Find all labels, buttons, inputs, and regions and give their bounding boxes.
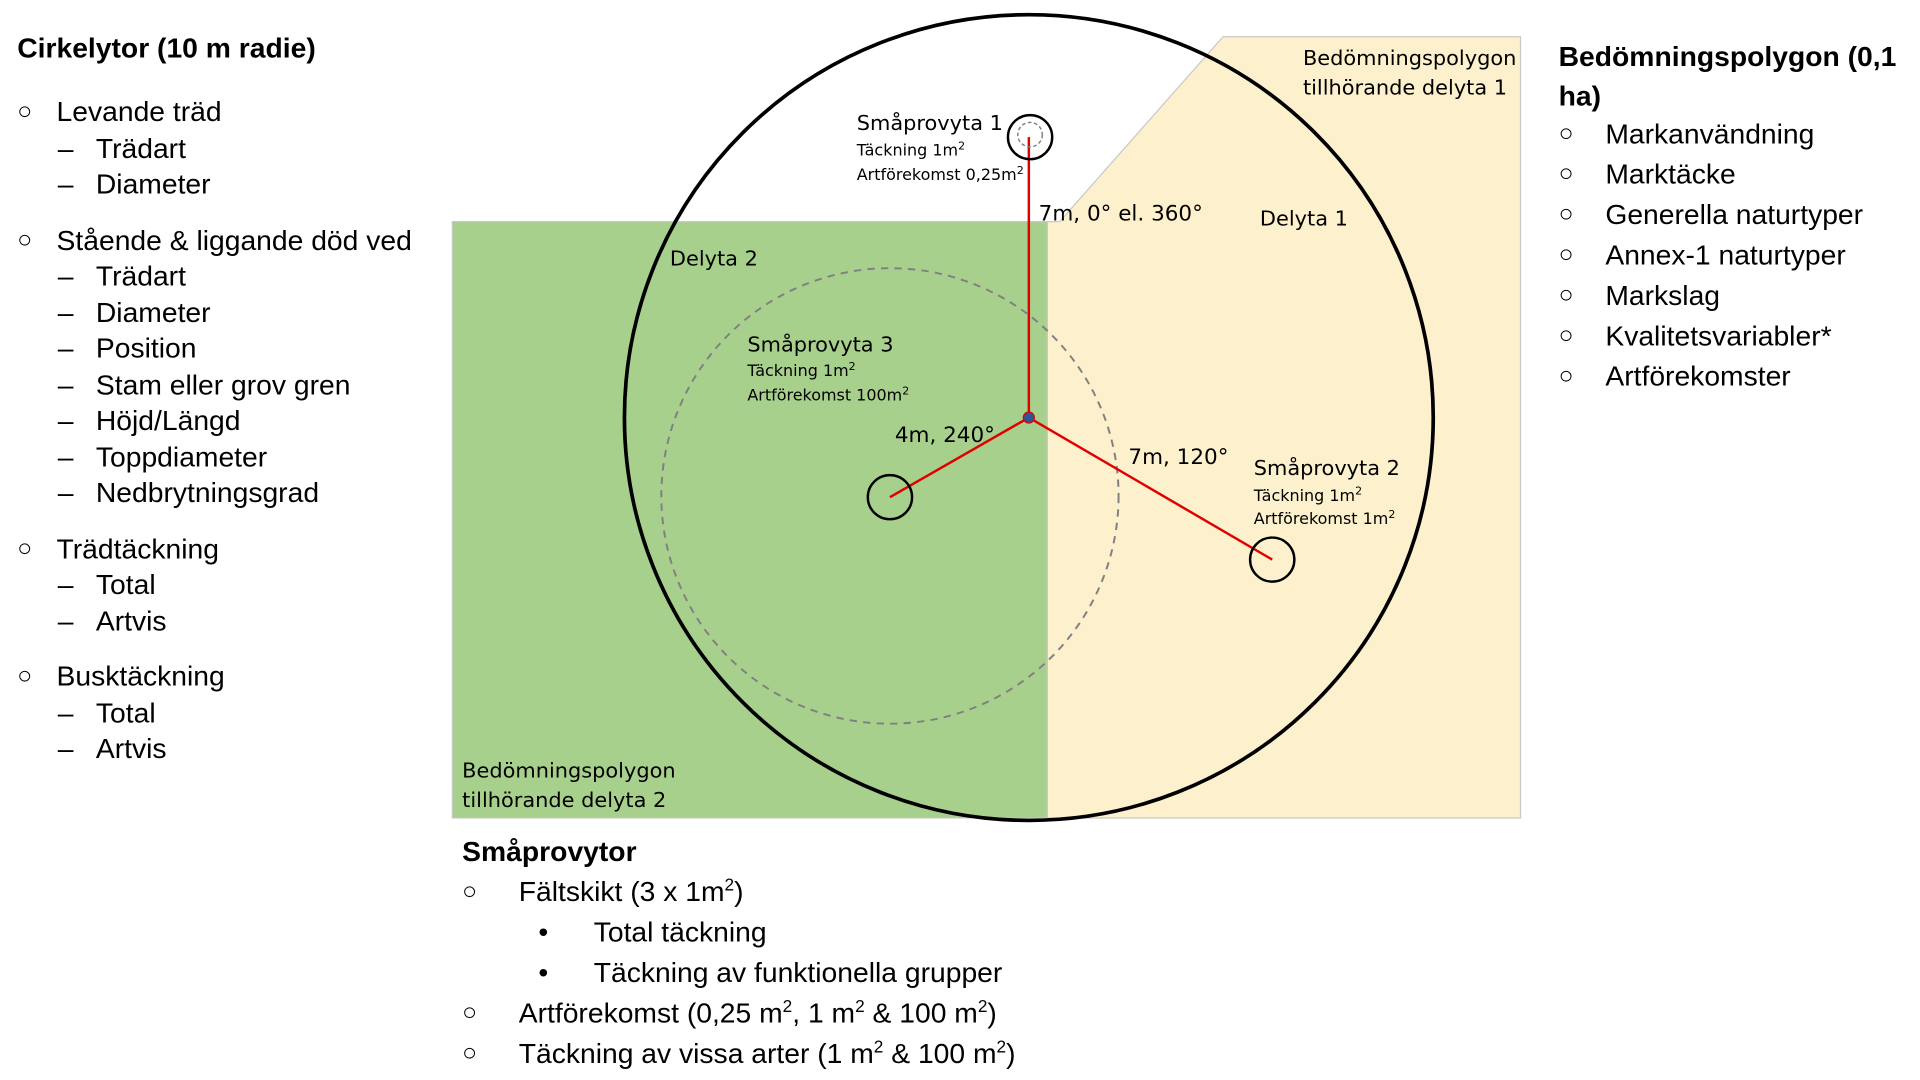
small-plot-1-cover: Täckning 1m2 [856,139,965,159]
list-item: ○Fältskikt (3 x 1m2) [462,872,1200,912]
circle-bullet-icon: ○ [17,225,33,253]
left-list-heading: Cirkelytor (10 m radie) [17,31,316,64]
list-item: ○Marktäcke [1559,154,1915,194]
main-plot-circle [622,12,1436,823]
list-item: –Diameter [17,294,447,330]
small-plot-3-cover: Täckning 1m2 [746,360,855,380]
small-plot-1-inner-dashed-circle [1017,121,1044,148]
small-plot-2-circle [1248,536,1296,583]
circle-bullet-icon: ○ [1558,120,1574,147]
circle-bullet-icon: ○ [1558,160,1574,188]
list-item: ○Annex-1 naturtyper [1559,235,1915,275]
right-list: ○Markanvändning ○Marktäcke ○Generella na… [1559,114,1915,397]
list-item-group: ○Trädtäckning [17,531,447,567]
list-item: ○Generella naturtyper [1559,195,1915,235]
dash-bullet-icon: – [57,568,74,601]
list-item: •Täckning av funktionella grupper [462,953,1200,993]
assessment-polygon-delyta-1 [1046,36,1522,819]
list-item: ○Markslag [1559,276,1915,316]
small-plot-1-title: Småprovyta 1 [857,110,1003,135]
dash-bullet-icon: – [57,367,74,400]
dot-bullet-icon: • [538,956,549,989]
delyta-2-label: Delyta 2 [670,247,758,271]
right-list-heading: Bedömningspolygon (0,1 ha) [1558,40,1897,112]
polygon-2-label-line1: Bedömningspolygon [462,759,675,783]
circle-bullet-icon: ○ [17,97,33,125]
list-item: –Position [17,331,447,367]
list-item: ○Täckning av vissa arter (1 m2 & 100 m2) [462,1033,1200,1073]
list-item: –Total [17,567,447,603]
small-plot-3-circle [866,473,914,521]
list-item-group: ○Levande träd [17,94,447,130]
bottom-list: ○Fältskikt (3 x 1m2) •Total täckning •Tä… [462,872,1200,1074]
plot-center-dot [1022,411,1035,424]
circle-bullet-icon: ○ [17,534,33,562]
left-list: ○Levande träd –Trädart –Diameter ○Ståend… [17,94,447,767]
circle-bullet-icon: ○ [1558,322,1574,349]
small-plot-2-title: Småprovyta 2 [1254,455,1400,480]
dash-bullet-icon: – [57,295,74,328]
dash-bullet-icon: – [57,696,74,728]
circle-bullet-icon: ○ [1558,241,1574,269]
polygon-2-label-line2: tillhörande delyta 2 [462,788,666,812]
bearing-label-120: 7m, 120° [1128,445,1228,470]
bearing-label-north: 7m, 0° el. 360° [1039,201,1203,226]
dash-bullet-icon: – [57,259,74,292]
circle-bullet-icon: ○ [462,999,478,1027]
dash-bullet-icon: – [57,404,74,436]
polygon-1-label-line1: Bedömningspolygon [1303,46,1516,70]
dash-bullet-icon: – [57,167,74,200]
dash-bullet-icon: – [57,476,74,509]
small-plot-2-cover: Täckning 1m2 [1253,485,1362,505]
bearing-line-240 [889,416,1030,499]
small-plot-3-title: Småprovyta 3 [747,331,893,356]
circle-bullet-icon: ○ [462,1039,478,1067]
small-plot-1-circle [1006,113,1054,161]
list-item: –Trädart [17,258,447,294]
list-item: •Total täckning [462,912,1200,952]
circle-bullet-icon: ○ [1558,200,1574,228]
circle-bullet-icon: ○ [462,877,478,905]
list-item: –Diameter [17,167,447,203]
small-plot-3-species: Artförekomst 100m2 [747,384,909,404]
circle-bullet-icon: ○ [1558,281,1574,309]
list-item: –Toppdiameter [17,439,447,475]
list-item: ○Kvalitetsvariabler* [1559,316,1915,356]
list-item: ○Markanvändning [1559,114,1915,154]
list-item-group: ○Busktäckning [17,659,447,695]
list-item: ○Artförekomst (0,25 m2, 1 m2 & 100 m2) [462,993,1200,1033]
bearing-line-120 [1028,416,1273,561]
list-item-group: ○Stående & liggande död ved [17,222,447,258]
circle-bullet-icon: ○ [1558,362,1574,390]
list-item: –Artvis [17,731,447,767]
small-plot-1-species: Artförekomst 0,25m2 [857,164,1024,184]
assessment-polygon-delyta-2 [451,221,1048,819]
list-item: –Trädart [17,130,447,166]
species-100m2-dashed-circle [660,267,1120,725]
dash-bullet-icon: – [57,131,74,164]
list-item: –Stam eller grov gren [17,367,447,403]
dot-bullet-icon: • [538,915,549,948]
circle-bullet-icon: ○ [17,662,33,690]
dash-bullet-icon: – [57,331,74,364]
small-plot-2-species: Artförekomst 1m2 [1254,508,1396,528]
polygon-1-label-line2: tillhörande delyta 1 [1303,75,1507,99]
dash-bullet-icon: – [57,604,74,637]
dash-bullet-icon: – [57,732,74,765]
list-item: –Höjd/Längd [17,403,447,439]
dash-bullet-icon: – [57,440,74,473]
list-item: –Nedbrytningsgrad [17,475,447,511]
list-item: ○Artförekomster [1559,356,1915,396]
list-item: –Artvis [17,603,447,639]
delyta-1-label: Delyta 1 [1260,206,1348,230]
bearing-label-240: 4m, 240° [895,423,995,448]
bottom-list-heading: Småprovytor [462,835,637,867]
list-item: –Total [17,695,447,731]
